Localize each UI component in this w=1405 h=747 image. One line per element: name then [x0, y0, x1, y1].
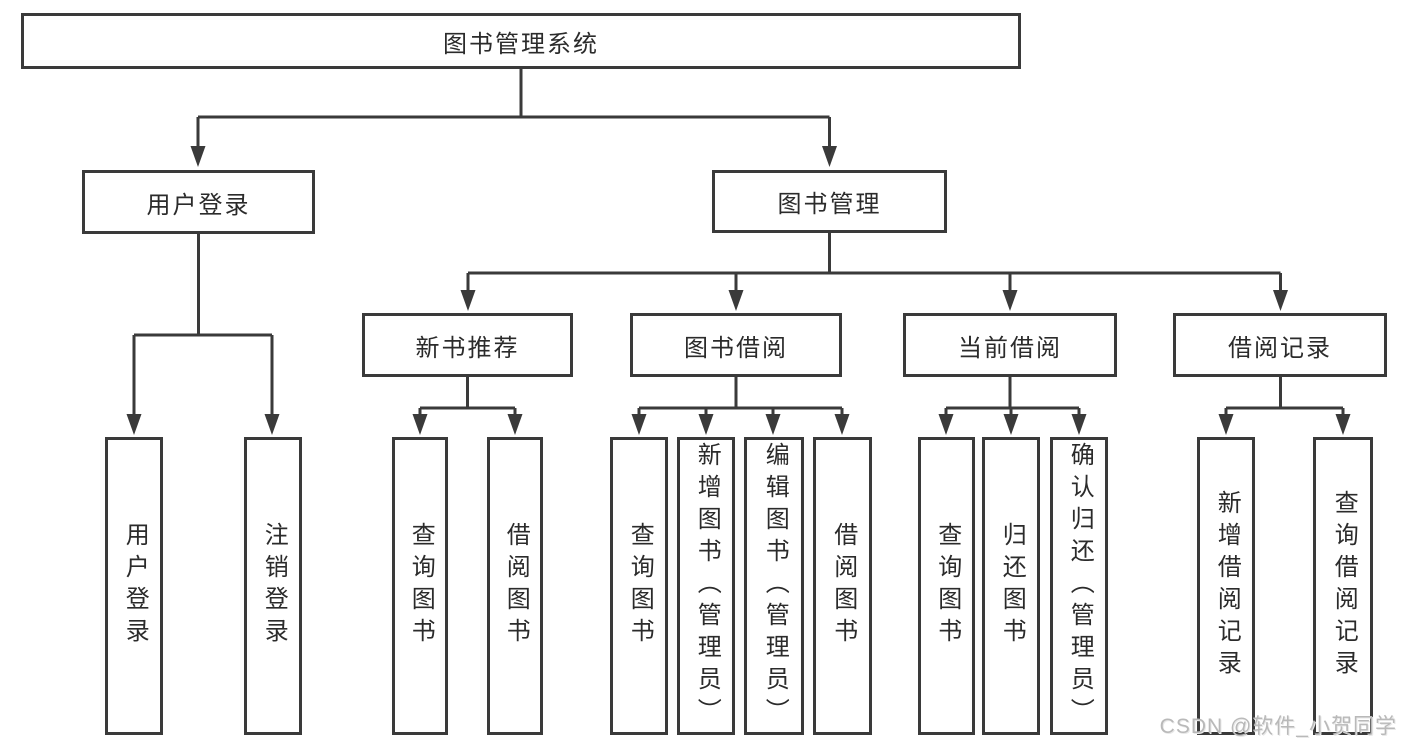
watermark: CSDN @软件_小贺同学	[1159, 715, 1397, 738]
node-borrow-records-label: 借阅记录	[1228, 334, 1332, 362]
leaf-edit-book-admin-label: 编辑图书（管理员）	[761, 442, 789, 730]
node-root-label: 图书管理系统	[443, 30, 599, 58]
leaf-return-book: 归还图书	[982, 437, 1040, 735]
node-current-borrow-label: 当前借阅	[958, 334, 1062, 362]
node-book-management: 图书管理	[712, 170, 947, 233]
leaf-confirm-return-admin-label: 确认归还（管理员）	[1066, 442, 1094, 730]
leaf-edit-book-admin: 编辑图书（管理员）	[744, 437, 804, 735]
leaf-add-book-admin: 新增图书（管理员）	[677, 437, 735, 735]
node-book-borrow-label: 图书借阅	[684, 334, 788, 362]
leaf-query-borrow-record-label: 查询借阅记录	[1330, 490, 1358, 682]
node-current-borrow: 当前借阅	[903, 313, 1117, 377]
leaf-query-books-current: 查询图书	[918, 437, 975, 735]
leaf-query-books-recommend: 查询图书	[392, 437, 448, 735]
node-new-book-recommend-label: 新书推荐	[415, 334, 520, 362]
node-borrow-records: 借阅记录	[1173, 313, 1387, 377]
leaf-borrow-books-2-label: 借阅图书	[829, 522, 857, 650]
leaf-confirm-return-admin: 确认归还（管理员）	[1050, 437, 1108, 735]
node-root: 图书管理系统	[21, 13, 1021, 69]
leaf-query-books-borrow: 查询图书	[610, 437, 668, 735]
leaf-borrow-books-2: 借阅图书	[813, 437, 872, 735]
leaf-add-book-admin-label: 新增图书（管理员）	[693, 442, 721, 730]
leaf-logout-login-label: 注销登录	[260, 522, 288, 650]
leaf-query-books-borrow-label: 查询图书	[626, 522, 654, 650]
leaf-query-books-recommend-label: 查询图书	[407, 522, 435, 650]
leaf-logout-login: 注销登录	[244, 437, 302, 735]
leaf-query-borrow-record: 查询借阅记录	[1313, 437, 1373, 735]
leaf-query-books-current-label: 查询图书	[933, 522, 961, 650]
node-user-login-label: 用户登录	[146, 191, 251, 219]
node-new-book-recommend: 新书推荐	[362, 313, 573, 377]
node-book-management-label: 图书管理	[777, 191, 882, 218]
leaf-add-borrow-record-label: 新增借阅记录	[1213, 490, 1241, 682]
leaf-user-login: 用户登录	[105, 437, 163, 735]
leaf-add-borrow-record: 新增借阅记录	[1197, 437, 1255, 735]
node-book-borrow: 图书借阅	[630, 313, 842, 377]
node-user-login: 用户登录	[82, 170, 315, 234]
leaf-borrow-books-recommend: 借阅图书	[487, 437, 543, 735]
leaf-return-book-label: 归还图书	[998, 522, 1026, 650]
leaf-user-login-label: 用户登录	[121, 522, 149, 650]
leaf-borrow-books-recommend-label: 借阅图书	[502, 522, 530, 650]
